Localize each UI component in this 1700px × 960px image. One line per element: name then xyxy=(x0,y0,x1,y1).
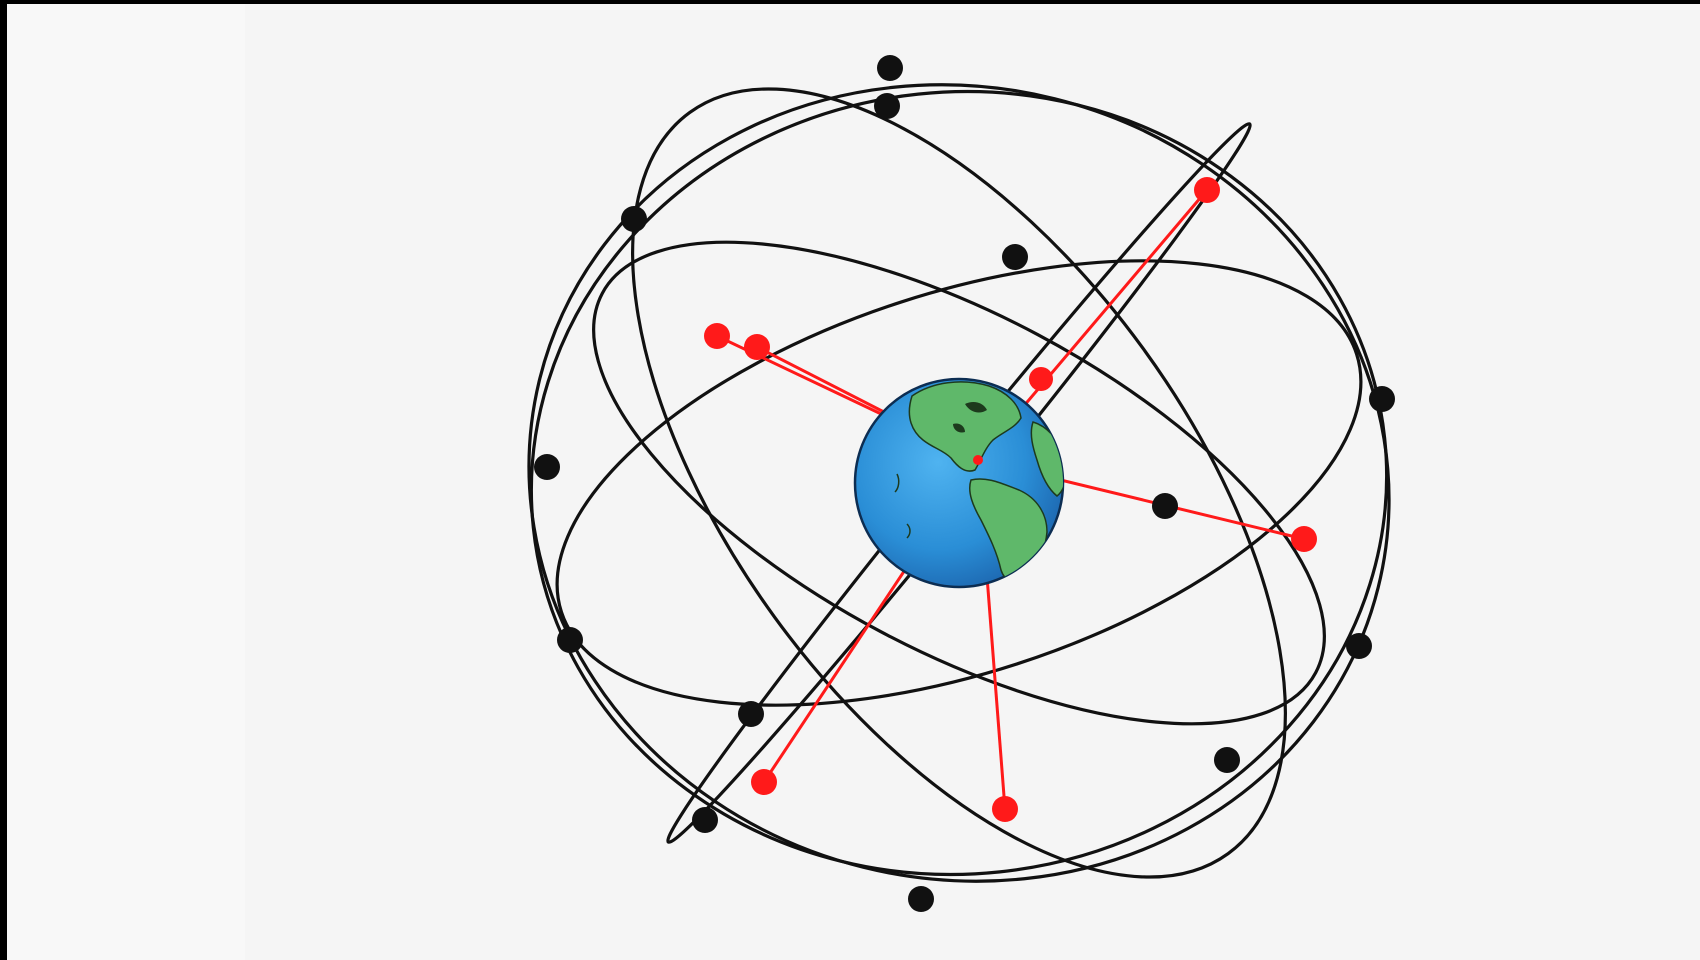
satellite-dot-icon xyxy=(1346,633,1372,659)
orbit-ring xyxy=(555,259,1363,707)
orbit-ring xyxy=(527,83,1391,883)
earth-globe-icon xyxy=(853,377,1065,589)
satellite-dot-icon xyxy=(908,886,934,912)
active-satellites xyxy=(704,177,1317,822)
satellite-dot-icon xyxy=(1194,177,1220,203)
satellite-dot-icon xyxy=(877,55,903,81)
diagram-canvas xyxy=(7,4,1700,960)
satellite-dot-icon xyxy=(1029,367,1053,391)
orbit-ring xyxy=(631,87,1287,879)
satellite-dot-icon xyxy=(1214,747,1240,773)
constellation-diagram xyxy=(527,55,1395,912)
satellite-dot-icon xyxy=(1002,244,1028,270)
satellite-dot-icon xyxy=(874,93,900,119)
satellite-dot-icon xyxy=(1152,493,1178,519)
satellite-dot-icon xyxy=(992,796,1018,822)
satellite-dot-icon xyxy=(973,455,983,465)
satellite-dot-icon xyxy=(692,807,718,833)
left-panel-shade xyxy=(7,4,245,960)
satellite-dot-icon xyxy=(621,206,647,232)
satellite-dot-icon xyxy=(738,701,764,727)
orbit-rings xyxy=(527,83,1391,883)
satellite-dot-icon xyxy=(751,769,777,795)
satellite-dot-icon xyxy=(704,323,730,349)
satellite-dot-icon xyxy=(534,454,560,480)
satellite-dot-icon xyxy=(557,627,583,653)
orbit-ring xyxy=(592,240,1326,726)
satellite-dot-icon xyxy=(1369,386,1395,412)
inactive-satellites xyxy=(534,55,1395,912)
satellite-dot-icon xyxy=(1291,526,1317,552)
satellite-dot-icon xyxy=(744,334,770,360)
